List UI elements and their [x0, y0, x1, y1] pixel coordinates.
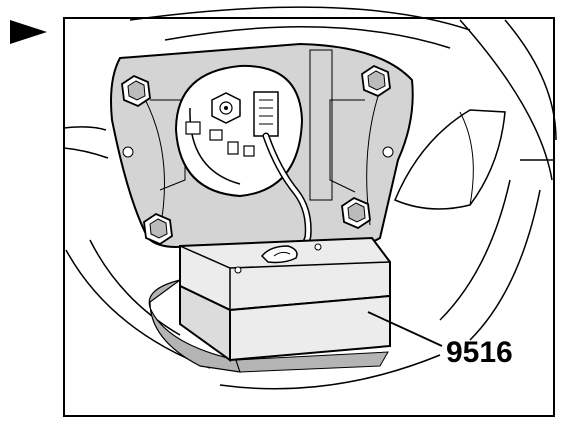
illustration: [63, 6, 557, 390]
bolt-icon: [121, 74, 151, 108]
bolt-icon: [143, 212, 173, 246]
fixture-box: [179, 236, 391, 362]
triangle-pointer-icon: [10, 20, 47, 44]
part-number-label: 9516: [446, 336, 513, 369]
bolt-icon: [341, 196, 371, 230]
bolt-icon: [361, 64, 391, 98]
callout-leader-line: [367, 311, 443, 347]
